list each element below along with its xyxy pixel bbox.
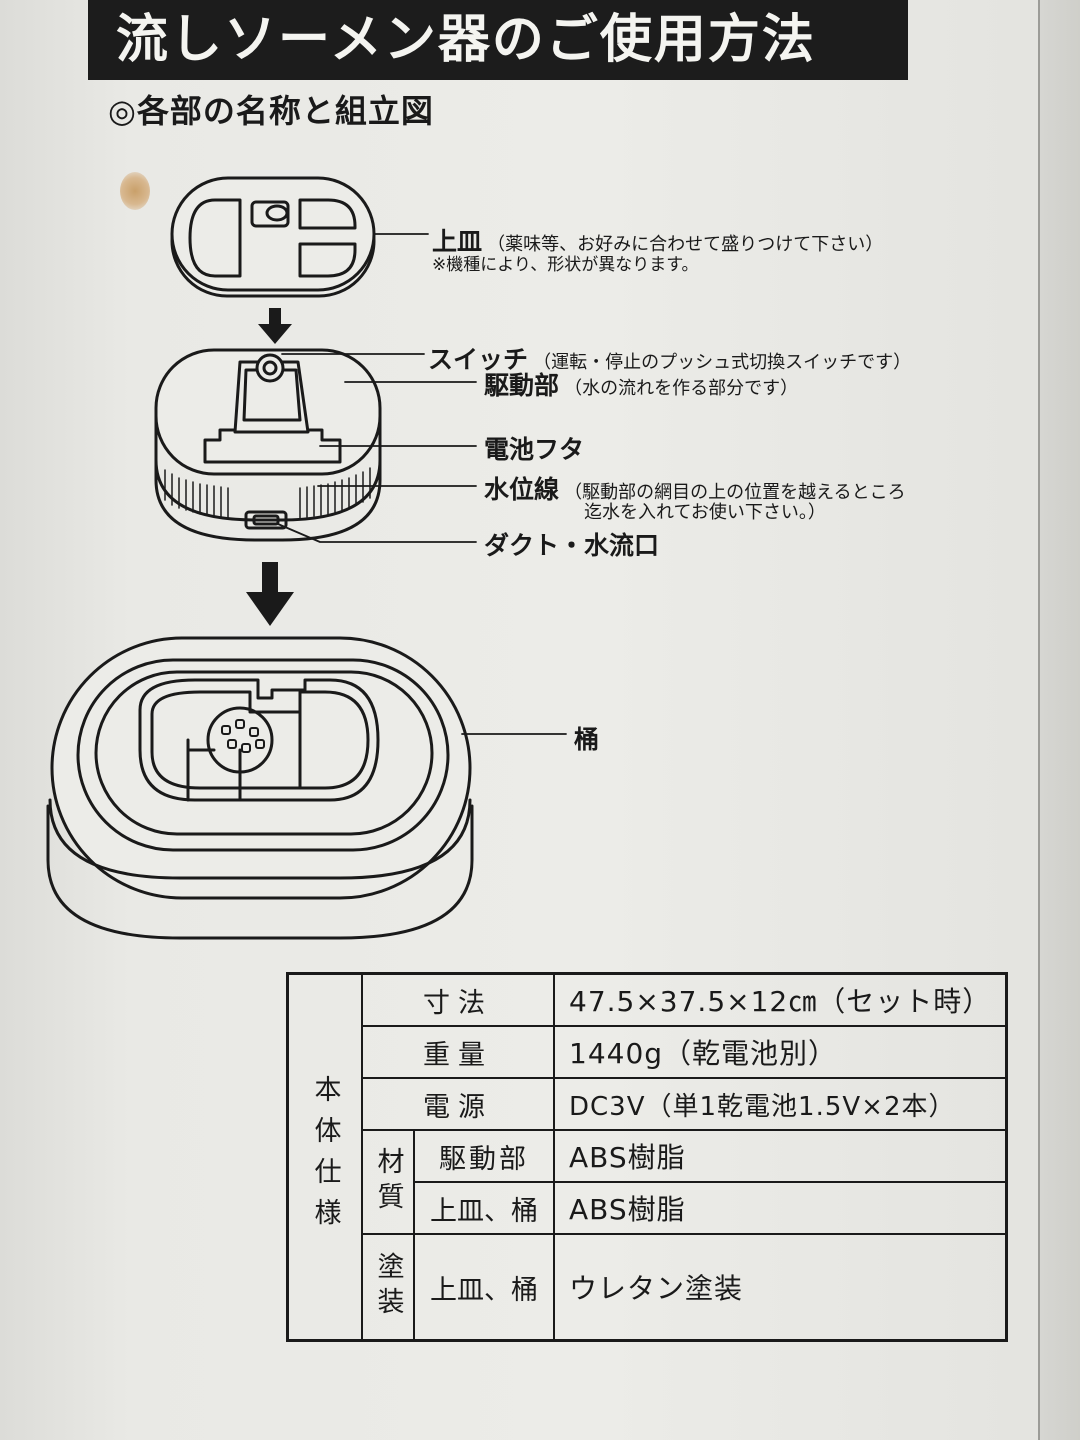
part-name: ダクト・水流口 bbox=[484, 531, 660, 560]
assembly-diagram bbox=[46, 176, 567, 940]
drive-unit-drawing bbox=[154, 348, 382, 542]
spec-key: 駆動部 bbox=[439, 1143, 529, 1175]
part-label-battery-cover: 電池フタ bbox=[484, 430, 584, 466]
part-name: スイッチ bbox=[428, 345, 529, 374]
tub-drawing bbox=[46, 636, 474, 940]
upper-plate-drawing bbox=[170, 176, 376, 298]
spec-value: ウレタン塗装 bbox=[569, 1272, 744, 1305]
part-label-upper-plate: 上皿 （薬味等、お好みに合わせて盛りつけて下さい） bbox=[432, 222, 883, 258]
paper-stain bbox=[120, 172, 150, 210]
spec-table: 本体仕様 寸法 47.5×37.5×12㎝（セット時） 重量 1440g（乾電池… bbox=[286, 972, 1008, 1342]
spec-value: ABS樹脂 bbox=[569, 1193, 686, 1226]
part-name: 桶 bbox=[574, 725, 600, 754]
part-label-duct: ダクト・水流口 bbox=[484, 526, 659, 562]
part-description: （駆動部の網目の上の位置を越えるところ bbox=[564, 482, 906, 503]
part-name: 上皿 bbox=[432, 227, 483, 256]
part-label-tub: 桶 bbox=[574, 720, 599, 756]
part-description: （水の流れを作る部分です） bbox=[564, 378, 799, 399]
spec-key: 上皿、桶 bbox=[430, 1195, 538, 1227]
part-name: 電池フタ bbox=[484, 435, 585, 464]
part-name: 水位線 bbox=[484, 475, 560, 504]
leader-lines bbox=[277, 233, 567, 735]
section-heading: ◎各部の名称と組立図 bbox=[108, 92, 434, 130]
part-label-drive-unit: 駆動部 （水の流れを作る部分です） bbox=[484, 366, 798, 402]
part-name: 駆動部 bbox=[484, 371, 560, 400]
spec-value: DC3V（単1乾電池1.5V×2本） bbox=[569, 1091, 956, 1122]
spec-group-label: 本体仕様 bbox=[309, 1075, 341, 1239]
part-label-water-level-line: 水位線 （駆動部の網目の上の位置を越えるところ bbox=[484, 470, 906, 506]
spec-value: 1440g（乾電池別） bbox=[569, 1037, 838, 1070]
part-description-cont: 迄水を入れてお使い下さい。） bbox=[584, 502, 826, 523]
page-title: 流しソーメン器のご使用方法 bbox=[88, 0, 908, 80]
spec-subgroup-label: 材質 bbox=[372, 1147, 404, 1217]
spec-value: 47.5×37.5×12㎝（セット時） bbox=[569, 985, 992, 1018]
part-note: ※機種により、形状が異なります。 bbox=[432, 255, 699, 275]
spec-key: 寸法 bbox=[423, 987, 493, 1019]
part-label-switch: スイッチ （運転・停止のプッシュ式切換スイッチです） bbox=[428, 340, 911, 376]
part-description: （薬味等、お好みに合わせて盛りつけて下さい） bbox=[487, 234, 884, 255]
spec-subgroup-label: 塗装 bbox=[372, 1252, 404, 1322]
spec-key: 電源 bbox=[423, 1091, 493, 1123]
arrow-down-icon bbox=[258, 308, 292, 344]
part-description: （運転・停止のプッシュ式切換スイッチです） bbox=[533, 352, 912, 373]
spec-value: ABS樹脂 bbox=[569, 1141, 686, 1174]
spec-key: 上皿、桶 bbox=[430, 1274, 538, 1306]
adjacent-page-edge bbox=[1038, 0, 1080, 1440]
spec-key: 重量 bbox=[423, 1039, 493, 1071]
arrow-down-icon bbox=[246, 562, 294, 626]
